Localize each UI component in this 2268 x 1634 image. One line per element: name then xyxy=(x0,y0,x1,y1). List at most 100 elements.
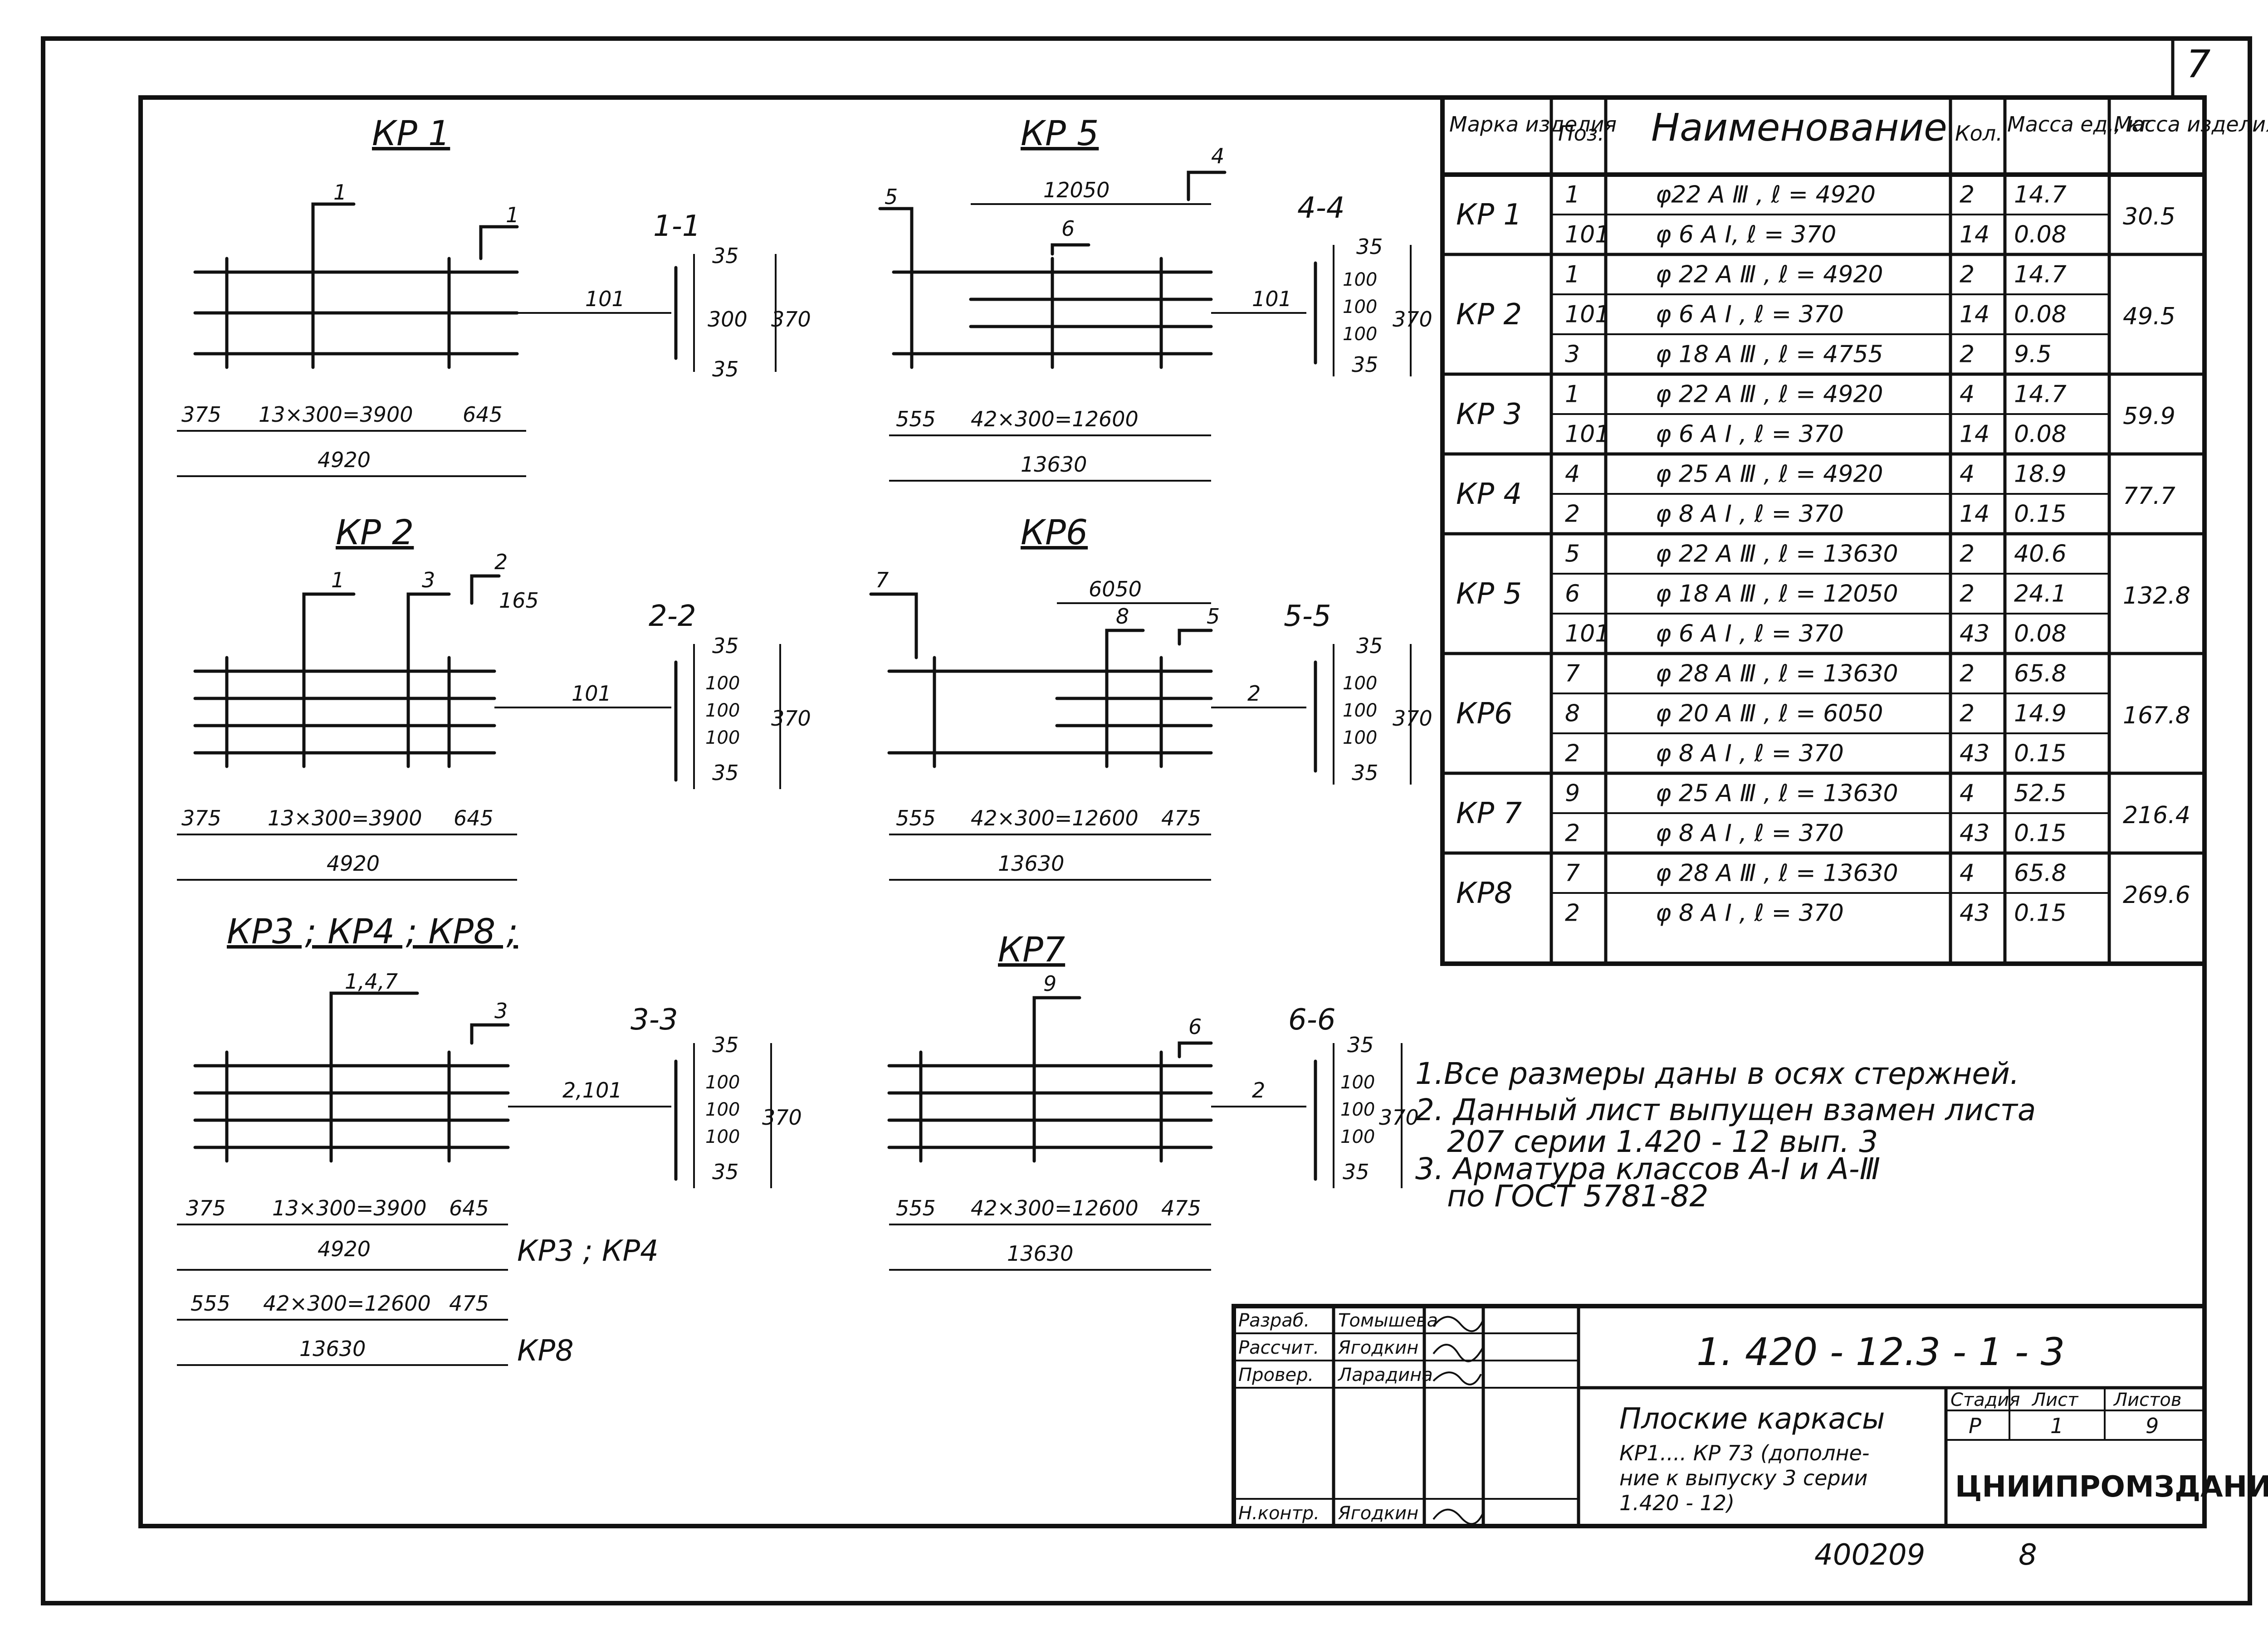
cell-unit-mass: 14.9 xyxy=(2014,700,2067,727)
dim-left: 375 xyxy=(181,806,221,830)
cell-qty: 14 xyxy=(1960,421,1989,448)
cell-unit-mass: 65.8 xyxy=(2014,860,2067,887)
section-mark: 6 xyxy=(1188,1015,1202,1039)
cell-mark: КР 5 xyxy=(1456,577,1522,611)
cell-name: φ 6 А Ⅰ , ℓ = 370 xyxy=(1656,421,1844,448)
section-dim: 35 xyxy=(1343,1160,1369,1184)
section-dim: 35 xyxy=(1352,761,1378,785)
section-dim: 370 xyxy=(771,706,811,731)
title-block: Разраб. Рассчит. Провер. Н.контр. Томыше… xyxy=(1232,1304,2268,1528)
dim-left: 375 xyxy=(181,402,221,427)
cell-name: φ 18 А Ⅲ , ℓ = 4755 xyxy=(1656,341,1883,368)
section-label: 1-1 xyxy=(653,210,701,243)
signature xyxy=(1432,1344,1484,1362)
bar-label: 101 xyxy=(572,681,611,706)
section-dim: 100 xyxy=(1343,727,1377,748)
section-mark: 4 xyxy=(1211,144,1224,168)
cell-pos: 101 xyxy=(1565,421,1610,448)
section-label: 4-4 xyxy=(1297,191,1345,225)
cell-mark: КР 3 xyxy=(1456,398,1522,431)
section-dim: 370 xyxy=(762,1105,802,1130)
frame-title: КР3 ; КР4 ; КР8 ; xyxy=(227,911,518,951)
header-mark: Марка изделия xyxy=(1449,112,1617,137)
dim-mid: 42×300=12600 xyxy=(971,806,1139,830)
cell-unit-mass: 9.5 xyxy=(2014,341,2052,368)
cell-unit-mass: 65.8 xyxy=(2014,660,2067,688)
signature xyxy=(1432,1508,1484,1525)
dim-total: 13630 xyxy=(1021,452,1087,477)
outer-border xyxy=(41,36,2252,1605)
cell-unit-mass: 0.08 xyxy=(2014,421,2067,448)
cell-total-mass: 216.4 xyxy=(2123,802,2190,829)
section-dim: 100 xyxy=(1343,297,1377,317)
section-dim: 35 xyxy=(712,1033,739,1057)
mark-pos: 9 xyxy=(1043,971,1056,996)
signature xyxy=(1432,1316,1484,1332)
cell-unit-mass: 14.7 xyxy=(2014,261,2067,288)
bar-label: 101 xyxy=(1252,287,1292,311)
section-dim: 35 xyxy=(1347,1033,1374,1057)
cell-qty: 43 xyxy=(1960,740,1989,767)
organization-stamp: ЦНИИПРОМЗДАНИЙ xyxy=(1955,1469,2268,1504)
frame-kr1: КР 1 1 1 101 1-1 35 300 35 370 375 13×30… xyxy=(177,113,811,477)
cell-qty: 2 xyxy=(1960,341,1975,368)
person-name: Ягодкин xyxy=(1338,1337,1418,1358)
section-dim: 35 xyxy=(1352,352,1378,377)
section-dim: 100 xyxy=(1340,1099,1375,1120)
cell-qty: 2 xyxy=(1960,700,1975,727)
cell-pos: 3 xyxy=(1565,341,1580,368)
description-line: ние к выпуску 3 серии xyxy=(1619,1466,1867,1490)
dim-tag: КР8 xyxy=(517,1334,574,1368)
bar-label: 2 xyxy=(1252,1078,1265,1102)
cell-name: φ 6 А Ⅰ , ℓ = 370 xyxy=(1656,301,1844,328)
cell-pos: 1 xyxy=(1565,381,1580,408)
cell-name: φ 8 А Ⅰ , ℓ = 370 xyxy=(1656,820,1844,847)
frame-title: КР6 xyxy=(1021,512,1088,552)
section-dim: 300 xyxy=(708,307,748,332)
cell-qty: 43 xyxy=(1960,820,1989,847)
cell-pos: 1 xyxy=(1565,181,1580,209)
cell-name: φ 20 А Ⅲ , ℓ = 6050 xyxy=(1656,700,1883,727)
cell-pos: 101 xyxy=(1565,620,1610,648)
dim-mid: 13×300=3900 xyxy=(259,402,413,427)
header-qty: Кол. xyxy=(1955,121,2003,146)
dim-left: 555 xyxy=(896,407,936,431)
cell-mark: КР 4 xyxy=(1456,478,1522,511)
cell-unit-mass: 24.1 xyxy=(2014,580,2067,608)
mark-pos: 8 xyxy=(1116,604,1129,629)
section-dim: 100 xyxy=(1343,673,1377,694)
note-line: по ГОСТ 5781-82 xyxy=(1447,1179,1708,1214)
cell-name: φ 18 А Ⅲ , ℓ = 12050 xyxy=(1656,580,1898,608)
note-line: 3. Арматура классов А-Ⅰ и А-Ⅲ xyxy=(1415,1151,1880,1186)
note-line: 207 серии 1.420 - 12 вып. 3 xyxy=(1447,1124,1878,1159)
section-dim: 100 xyxy=(705,1127,740,1147)
section-dim: 370 xyxy=(1393,706,1432,731)
dim-mid: 42×300=12600 xyxy=(971,1196,1139,1220)
section-dim: 370 xyxy=(1379,1105,1419,1130)
dim-mid: 42×300=12600 xyxy=(263,1291,431,1316)
section-dim: 35 xyxy=(712,244,739,268)
dim-right: 645 xyxy=(454,806,494,830)
section-dim: 100 xyxy=(705,673,740,694)
cell-mark: КР8 xyxy=(1456,877,1513,910)
bar-label: 2,101 xyxy=(562,1078,622,1102)
frame-kr7: КР7 9 6 2 6-6 35 100 100 100 35 370 555 … xyxy=(887,929,1419,1271)
section-dim: 100 xyxy=(1343,324,1377,345)
mark-pos: 3 xyxy=(422,568,435,592)
cell-name: φ 8 А Ⅰ , ℓ = 370 xyxy=(1656,740,1844,767)
section-dim: 35 xyxy=(712,634,739,658)
cell-name: φ 28 А Ⅲ , ℓ = 13630 xyxy=(1656,660,1898,688)
stage-header: Стадия xyxy=(1950,1390,2020,1410)
description-line: КР1.... КР 73 (дополне- xyxy=(1619,1441,1869,1465)
cell-qty: 14 xyxy=(1960,301,1989,328)
cell-unit-mass: 0.15 xyxy=(2014,501,2067,528)
cell-unit-mass: 0.15 xyxy=(2014,820,2067,847)
cell-name: φ 25 А Ⅲ , ℓ = 4920 xyxy=(1656,461,1883,488)
cell-pos: 2 xyxy=(1565,740,1580,767)
bar-label: 2 xyxy=(1247,681,1261,706)
archive-number: 400209 xyxy=(1814,1538,1925,1572)
section-dim: 35 xyxy=(712,1160,739,1184)
cell-unit-mass: 0.08 xyxy=(2014,221,2067,249)
cell-pos: 1 xyxy=(1565,261,1580,288)
frame-kr2: КР 2 1 3 2 165 101 2-2 35 100 100 100 35… xyxy=(177,512,811,881)
